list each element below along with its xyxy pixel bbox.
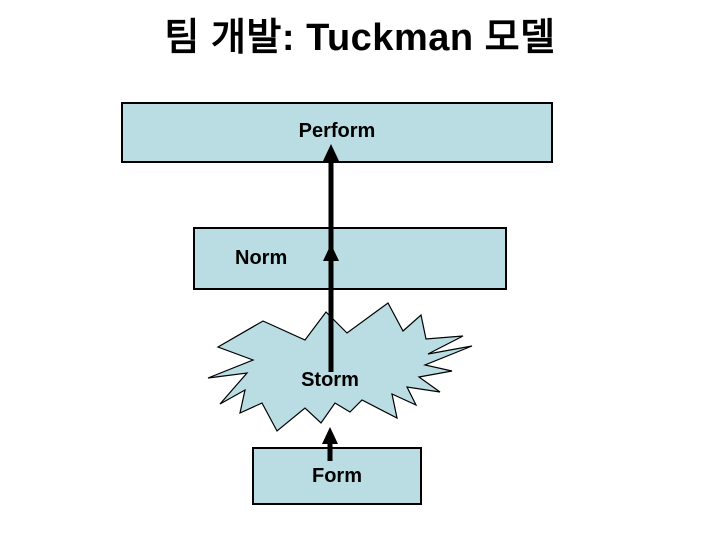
stage-box-norm: Norm bbox=[193, 227, 507, 290]
slide-title: 팀 개발: Tuckman 모델 bbox=[164, 17, 556, 59]
arrowhead-into-storm bbox=[322, 427, 338, 444]
stage-label-storm: Storm bbox=[301, 369, 359, 391]
stage-label-perform: Perform bbox=[298, 120, 376, 142]
storm-explosion-shape bbox=[207, 302, 473, 432]
stage-box-form: Form bbox=[252, 447, 422, 505]
stage-box-perform: Perform bbox=[121, 102, 553, 163]
stage-label-norm: Norm bbox=[235, 247, 288, 269]
stage-label-form: Form bbox=[312, 464, 362, 487]
